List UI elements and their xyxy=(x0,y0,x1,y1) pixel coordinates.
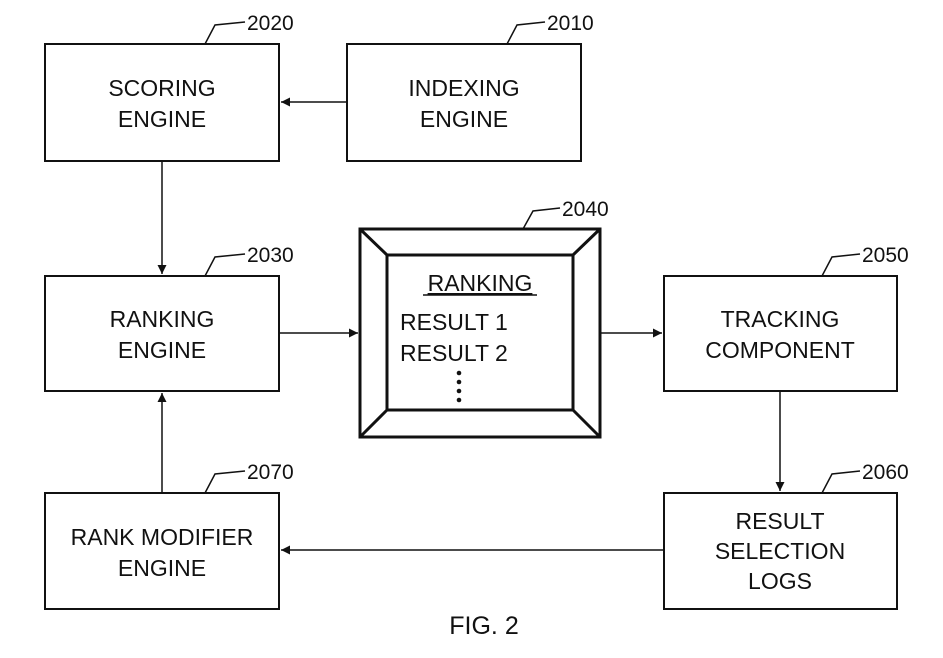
result-selection-logs-line-3: LOGS xyxy=(748,568,812,594)
tracking-component-line-2: COMPONENT xyxy=(705,337,855,363)
ref-2020-label: 2020 xyxy=(247,12,294,35)
scoring-engine-box: SCORING ENGINE xyxy=(44,43,280,162)
ref-2060-label: 2060 xyxy=(862,461,909,484)
rank-modifier-engine-line-1: RANK MODIFIER xyxy=(71,524,254,550)
ref-2010: 2010 xyxy=(506,12,594,45)
ranking-result-2: RESULT 2 xyxy=(400,340,508,366)
result-selection-logs-line-2: SELECTION xyxy=(715,538,845,564)
ranking-engine-box: RANKING ENGINE xyxy=(44,275,280,392)
figure-label: FIG. 2 xyxy=(449,612,518,640)
ref-2040-label: 2040 xyxy=(562,198,609,221)
ref-2070-label: 2070 xyxy=(247,461,294,484)
scoring-engine-line-2: ENGINE xyxy=(118,106,206,132)
ref-2030: 2030 xyxy=(204,244,294,277)
ranking-engine-line-2: ENGINE xyxy=(118,337,206,363)
ref-2010-label: 2010 xyxy=(547,12,594,35)
result-selection-logs-line-1: RESULT xyxy=(735,508,824,534)
ref-2060: 2060 xyxy=(821,461,909,494)
ref-2020: 2020 xyxy=(204,12,294,45)
ranking-display-frame: RANKING RESULT 1 RESULT 2 xyxy=(358,227,602,439)
ranking-engine-line-1: RANKING xyxy=(110,306,215,332)
ref-2050-label: 2050 xyxy=(862,244,909,267)
ellipsis-dots xyxy=(456,370,462,403)
ranking-display-heading: RANKING xyxy=(428,270,533,296)
indexing-engine-line-2: ENGINE xyxy=(420,106,508,132)
tracking-component-line-1: TRACKING xyxy=(721,306,840,332)
result-selection-logs-box: RESULT SELECTION LOGS xyxy=(663,492,898,610)
ref-2040: 2040 xyxy=(522,198,609,230)
rank-modifier-engine-line-2: ENGINE xyxy=(118,555,206,581)
ref-2030-label: 2030 xyxy=(247,244,294,267)
indexing-engine-box: INDEXING ENGINE xyxy=(346,43,582,162)
ref-2070: 2070 xyxy=(204,461,294,494)
indexing-engine-line-1: INDEXING xyxy=(408,75,519,101)
tracking-component-box: TRACKING COMPONENT xyxy=(663,275,898,392)
ref-2050: 2050 xyxy=(821,244,909,277)
ranking-result-1: RESULT 1 xyxy=(400,309,508,335)
scoring-engine-line-1: SCORING xyxy=(108,75,215,101)
rank-modifier-engine-box: RANK MODIFIER ENGINE xyxy=(44,492,280,610)
